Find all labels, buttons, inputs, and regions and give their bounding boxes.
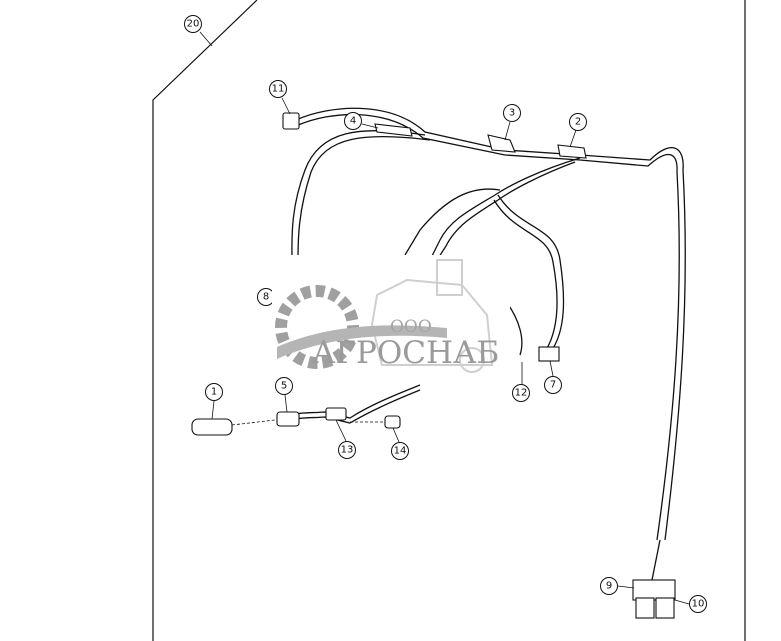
- callout-20: 20: [184, 15, 202, 33]
- callout-5: 5: [275, 377, 293, 395]
- callout-11: 11: [269, 80, 287, 98]
- svg-text:7: 7: [550, 380, 556, 391]
- callout-9: 9: [600, 577, 618, 595]
- connectors: [191, 112, 676, 619]
- leader-lines: [199, 31, 690, 605]
- svg-text:10: 10: [692, 599, 705, 610]
- callout-1: 1: [205, 383, 223, 401]
- watermark-prefix: ООО: [390, 317, 432, 337]
- svg-text:1: 1: [211, 387, 217, 398]
- callout-7: 7: [544, 376, 562, 394]
- svg-text:8: 8: [263, 292, 269, 303]
- watermark-logo: ООО АГРОСНАБ: [275, 259, 499, 373]
- callout-8: 8: [257, 288, 275, 306]
- callout-12: 12: [512, 384, 530, 402]
- callout-3: 3: [503, 104, 521, 122]
- svg-text:12: 12: [515, 388, 528, 399]
- svg-text:20: 20: [187, 19, 200, 30]
- svg-text:4: 4: [350, 116, 356, 127]
- watermark-name: АГРОСНАБ: [312, 335, 499, 371]
- watermark: ООО АГРОСНАБ: [272, 255, 510, 375]
- callout-14: 14: [391, 442, 409, 460]
- callout-4: 4: [344, 112, 362, 130]
- callout-13: 13: [338, 441, 356, 459]
- svg-text:5: 5: [281, 381, 287, 392]
- callout-10: 10: [689, 595, 707, 613]
- gear-icon: [275, 285, 447, 369]
- svg-text:2: 2: [575, 117, 581, 128]
- svg-text:9: 9: [606, 581, 612, 592]
- frame-border-left: [152, 0, 258, 641]
- svg-text:13: 13: [341, 445, 354, 456]
- svg-text:11: 11: [272, 84, 285, 95]
- callout-2: 2: [569, 113, 587, 131]
- svg-text:3: 3: [509, 108, 515, 119]
- svg-text:14: 14: [394, 446, 407, 457]
